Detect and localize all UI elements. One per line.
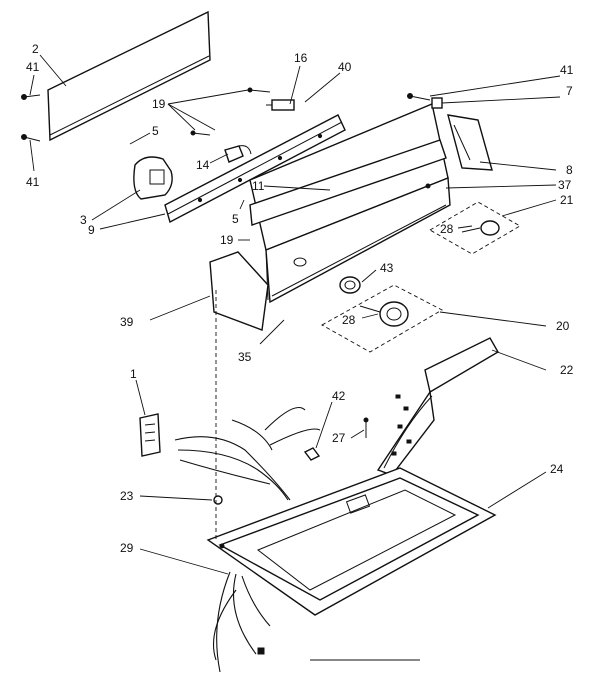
screw-37: [425, 183, 431, 189]
wire-harness: [174, 406, 321, 501]
clip-7: [431, 97, 443, 109]
label-11: 11: [252, 179, 265, 193]
label-21: 21: [560, 193, 574, 207]
screw-41-right: [407, 93, 431, 101]
clip-42: [303, 447, 321, 461]
label-3: 3: [80, 213, 87, 227]
label-29: 29: [120, 541, 134, 555]
label-9: 9: [88, 223, 95, 237]
air-duct: [376, 337, 499, 476]
right-end-bracket: [447, 114, 493, 171]
label-35: 35: [238, 350, 252, 364]
knob-group-21: [429, 201, 521, 255]
control-console: [249, 103, 451, 304]
wire-leads: [212, 571, 271, 673]
label-7: 7: [566, 84, 573, 98]
label-42: 42: [332, 389, 346, 403]
label-27: 27: [332, 431, 346, 445]
terminal-block-1: [139, 413, 161, 457]
label-14: 14: [196, 158, 210, 172]
label-39: 39: [120, 315, 134, 329]
label-19-top: 19: [152, 97, 166, 111]
label-40: 40: [338, 60, 352, 74]
label-5-upper: 5: [152, 124, 159, 138]
leader-lines: [29, 54, 561, 575]
screw-27: [363, 417, 369, 438]
label-41-lower-left: 41: [26, 175, 40, 189]
label-5-lower: 5: [232, 212, 239, 226]
label-37: 37: [558, 178, 572, 192]
label-8: 8: [566, 163, 573, 177]
label-22: 22: [560, 363, 574, 377]
label-1: 1: [130, 367, 137, 381]
knob-group-20: [321, 284, 443, 353]
label-41-upper-left: 41: [26, 60, 40, 74]
screw-41-lower-left: [21, 134, 41, 142]
top-rear-panel: [47, 10, 211, 142]
label-23: 23: [120, 489, 134, 503]
label-19-lower: 19: [220, 233, 234, 247]
top-cover: [206, 467, 497, 616]
label-28-upper: 28: [440, 222, 454, 236]
terminal-block: [266, 99, 295, 111]
label-24: 24: [550, 462, 564, 476]
label-16: 16: [294, 51, 308, 65]
label-20: 20: [556, 319, 570, 333]
label-2: 2: [32, 42, 39, 56]
timer-motor: [133, 156, 173, 200]
screws-19-top: [190, 87, 271, 136]
label-28-lower: 28: [342, 313, 356, 327]
label-41-right: 41: [560, 63, 574, 77]
part-number-labels: 2 41 41 19 16 40 41 7 5 14 11 8 37 3 5 9…: [26, 42, 574, 555]
screw-41-upper-left: [21, 94, 41, 100]
end-cap: [209, 251, 269, 331]
grommet-23: [213, 495, 223, 505]
switch-component: [224, 145, 252, 163]
mounting-bracket: [164, 114, 346, 224]
selector-ring-43: [339, 276, 361, 294]
label-43: 43: [380, 261, 394, 275]
